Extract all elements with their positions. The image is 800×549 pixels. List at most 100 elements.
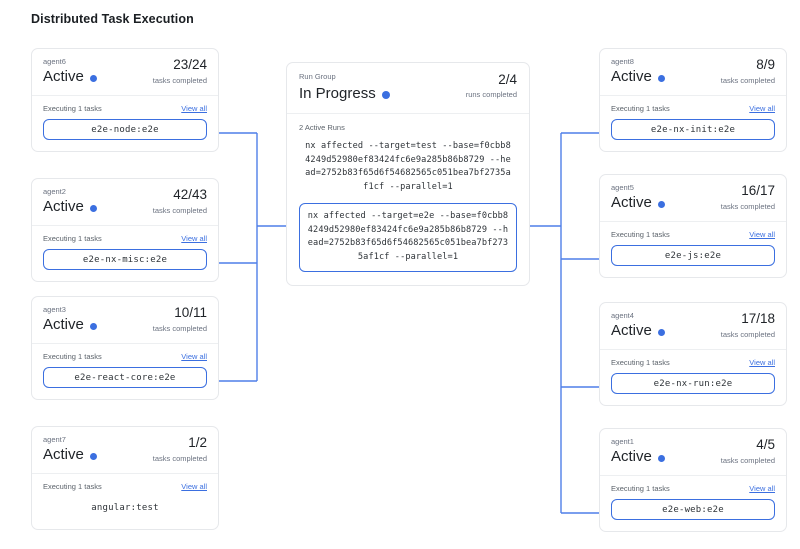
task-chip[interactable]: e2e-react-core:e2e xyxy=(43,367,207,388)
view-all-link[interactable]: View all xyxy=(181,482,207,491)
agent-status: Active xyxy=(43,198,97,216)
agent-card-header: agent3 Active 10/11 tasks completed xyxy=(32,297,218,344)
executing-label: Executing 1 tasks xyxy=(611,484,670,493)
status-dot-icon xyxy=(89,322,97,330)
agent-card-agent4[interactable]: agent4 Active 17/18 tasks completed Exec… xyxy=(599,302,787,406)
agent-status-label: Active xyxy=(43,198,84,215)
task-chip[interactable]: e2e-js:e2e xyxy=(611,245,775,266)
task-count: 8/9 xyxy=(756,57,775,72)
task-count-label: tasks completed xyxy=(152,324,207,333)
task-count: 42/43 xyxy=(173,187,207,202)
task-chip[interactable]: e2e-nx-misc:e2e xyxy=(43,249,207,270)
view-all-link[interactable]: View all xyxy=(749,358,775,367)
agent-card-body: Executing 1 tasks View all e2e-web:e2e xyxy=(600,476,786,531)
run-group-kicker: Run Group xyxy=(299,72,336,81)
run-group-body: 2 Active Runs nx affected --target=test … xyxy=(287,114,529,285)
run-group-status-label: In Progress xyxy=(299,85,376,102)
run-group-status: In Progress xyxy=(299,84,390,103)
task-count: 4/5 xyxy=(756,437,775,452)
view-all-link[interactable]: View all xyxy=(749,230,775,239)
task-chip[interactable]: e2e-nx-run:e2e xyxy=(611,373,775,394)
agent-card-header: agent2 Active 42/43 tasks completed xyxy=(32,179,218,226)
agent-card-header: agent7 Active 1/2 tasks completed xyxy=(32,427,218,474)
view-all-link[interactable]: View all xyxy=(749,104,775,113)
task-count: 16/17 xyxy=(741,183,775,198)
status-dot-icon xyxy=(657,454,665,462)
agent-card-header: agent1 Active 4/5 tasks completed xyxy=(600,429,786,476)
agent-status: Active xyxy=(611,322,665,340)
task-count-label: tasks completed xyxy=(720,456,775,465)
agent-status-label: Active xyxy=(611,194,652,211)
status-dot-icon xyxy=(381,90,390,99)
run-group-card[interactable]: Run Group In Progress 2/4 runs completed… xyxy=(286,62,530,286)
status-dot-icon xyxy=(89,74,97,82)
status-dot-icon xyxy=(657,328,665,336)
command-text[interactable]: nx affected --target=test --base=f0cbb84… xyxy=(305,141,511,192)
active-runs-label: 2 Active Runs xyxy=(299,123,345,132)
agent-id: agent5 xyxy=(611,183,634,192)
page-title: Distributed Task Execution xyxy=(31,12,194,26)
executing-label: Executing 1 tasks xyxy=(611,358,670,367)
view-all-link[interactable]: View all xyxy=(749,484,775,493)
task-count-label: tasks completed xyxy=(152,76,207,85)
agent-id: agent6 xyxy=(43,57,66,66)
agent-card-body: Executing 1 tasks View all e2e-nx-misc:e… xyxy=(32,226,218,281)
agent-card-agent1[interactable]: agent1 Active 4/5 tasks completed Execut… xyxy=(599,428,787,532)
status-dot-icon xyxy=(657,74,665,82)
executing-label: Executing 1 tasks xyxy=(43,104,102,113)
task-count: 1/2 xyxy=(188,435,207,450)
view-all-link[interactable]: View all xyxy=(181,234,207,243)
agent-card-agent5[interactable]: agent5 Active 16/17 tasks completed Exec… xyxy=(599,174,787,278)
agent-id: agent2 xyxy=(43,187,66,196)
agent-id: agent7 xyxy=(43,435,66,444)
agent-card-agent2[interactable]: agent2 Active 42/43 tasks completed Exec… xyxy=(31,178,219,282)
task-count-label: tasks completed xyxy=(720,330,775,339)
agent-card-body: Executing 1 tasks View all angular:test xyxy=(32,474,218,529)
agent-card-header: agent6 Active 23/24 tasks completed xyxy=(32,49,218,96)
task-chip[interactable]: angular:test xyxy=(91,502,159,513)
agent-card-body: Executing 1 tasks View all e2e-js:e2e xyxy=(600,222,786,277)
agent-card-body: Executing 1 tasks View all e2e-react-cor… xyxy=(32,344,218,399)
status-dot-icon xyxy=(89,204,97,212)
agent-status-label: Active xyxy=(43,446,84,463)
runs-count-label: runs completed xyxy=(465,90,517,99)
agent-card-body: Executing 1 tasks View all e2e-nx-init:e… xyxy=(600,96,786,151)
agent-card-agent8[interactable]: agent8 Active 8/9 tasks completed Execut… xyxy=(599,48,787,152)
executing-label: Executing 1 tasks xyxy=(43,234,102,243)
agent-card-header: agent4 Active 17/18 tasks completed xyxy=(600,303,786,350)
agent-card-body: Executing 1 tasks View all e2e-node:e2e xyxy=(32,96,218,151)
agent-id: agent4 xyxy=(611,311,634,320)
task-chip[interactable]: e2e-node:e2e xyxy=(43,119,207,140)
agent-status: Active xyxy=(43,316,97,334)
task-count-label: tasks completed xyxy=(152,454,207,463)
agent-status: Active xyxy=(43,446,97,464)
agent-card-agent6[interactable]: agent6 Active 23/24 tasks completed Exec… xyxy=(31,48,219,152)
task-count-label: tasks completed xyxy=(720,202,775,211)
agent-status-label: Active xyxy=(611,322,652,339)
view-all-link[interactable]: View all xyxy=(181,104,207,113)
agent-card-header: agent5 Active 16/17 tasks completed xyxy=(600,175,786,222)
task-count: 23/24 xyxy=(173,57,207,72)
agent-id: agent1 xyxy=(611,437,634,446)
task-count: 10/11 xyxy=(174,305,207,320)
agent-status-label: Active xyxy=(611,68,652,85)
agent-card-agent7[interactable]: agent7 Active 1/2 tasks completed Execut… xyxy=(31,426,219,530)
task-count-label: tasks completed xyxy=(152,206,207,215)
agent-card-header: agent8 Active 8/9 tasks completed xyxy=(600,49,786,96)
task-chip[interactable]: e2e-nx-init:e2e xyxy=(611,119,775,140)
executing-label: Executing 1 tasks xyxy=(43,482,102,491)
agent-id: agent3 xyxy=(43,305,66,314)
executing-label: Executing 1 tasks xyxy=(611,230,670,239)
agent-status: Active xyxy=(611,194,665,212)
task-chip[interactable]: e2e-web:e2e xyxy=(611,499,775,520)
view-all-link[interactable]: View all xyxy=(181,352,207,361)
runs-count: 2/4 xyxy=(498,72,517,87)
task-count: 17/18 xyxy=(741,311,775,326)
executing-label: Executing 1 tasks xyxy=(43,352,102,361)
agent-id: agent8 xyxy=(611,57,634,66)
command-text-highlighted[interactable]: nx affected --target=e2e --base=f0cbb842… xyxy=(299,203,517,272)
agent-card-agent3[interactable]: agent3 Active 10/11 tasks completed Exec… xyxy=(31,296,219,400)
task-count-label: tasks completed xyxy=(720,76,775,85)
agent-status-label: Active xyxy=(611,448,652,465)
status-dot-icon xyxy=(657,200,665,208)
